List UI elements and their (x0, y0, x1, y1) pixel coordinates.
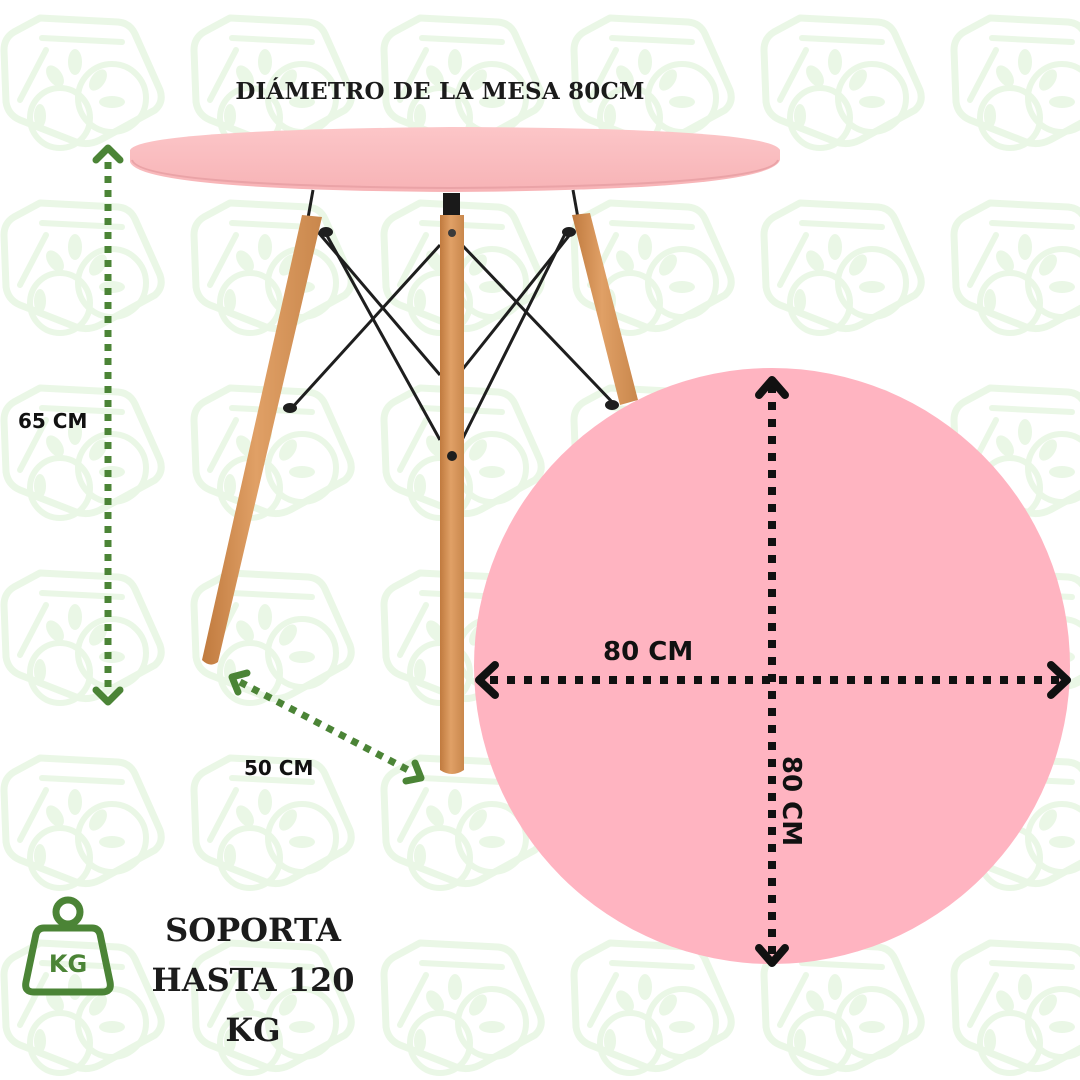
capacity-line-1: SOPORTA (165, 911, 341, 949)
diameter-vertical-label: 80 CM (776, 755, 807, 847)
page-title: DIÁMETRO DE LA MESA 80CM (235, 78, 645, 105)
table-leg-left (202, 215, 322, 665)
height-arrow (92, 144, 124, 706)
diameter-horizontal-label: 80 CM (603, 637, 694, 667)
kg-icon-text: KG (49, 950, 87, 978)
kg-weight-icon: KG (22, 894, 114, 998)
center-bracket (443, 193, 460, 215)
tabletop (130, 127, 780, 192)
height-label: 65 CM (18, 409, 88, 433)
table-leg-right (572, 213, 638, 405)
diameter-vertical-arrow (755, 376, 789, 967)
leg-spacing-label: 50 CM (244, 756, 314, 780)
wire-base (288, 189, 617, 441)
capacity-line-2: HASTA 120 KG (151, 961, 355, 1049)
diameter-horizontal-arrow (475, 661, 1071, 699)
load-capacity-text: SOPORTA HASTA 120 KG (128, 905, 378, 1055)
table-leg-center (440, 215, 464, 774)
leg-spacing-arrow (228, 669, 425, 785)
tabletop-circle (474, 368, 1070, 964)
